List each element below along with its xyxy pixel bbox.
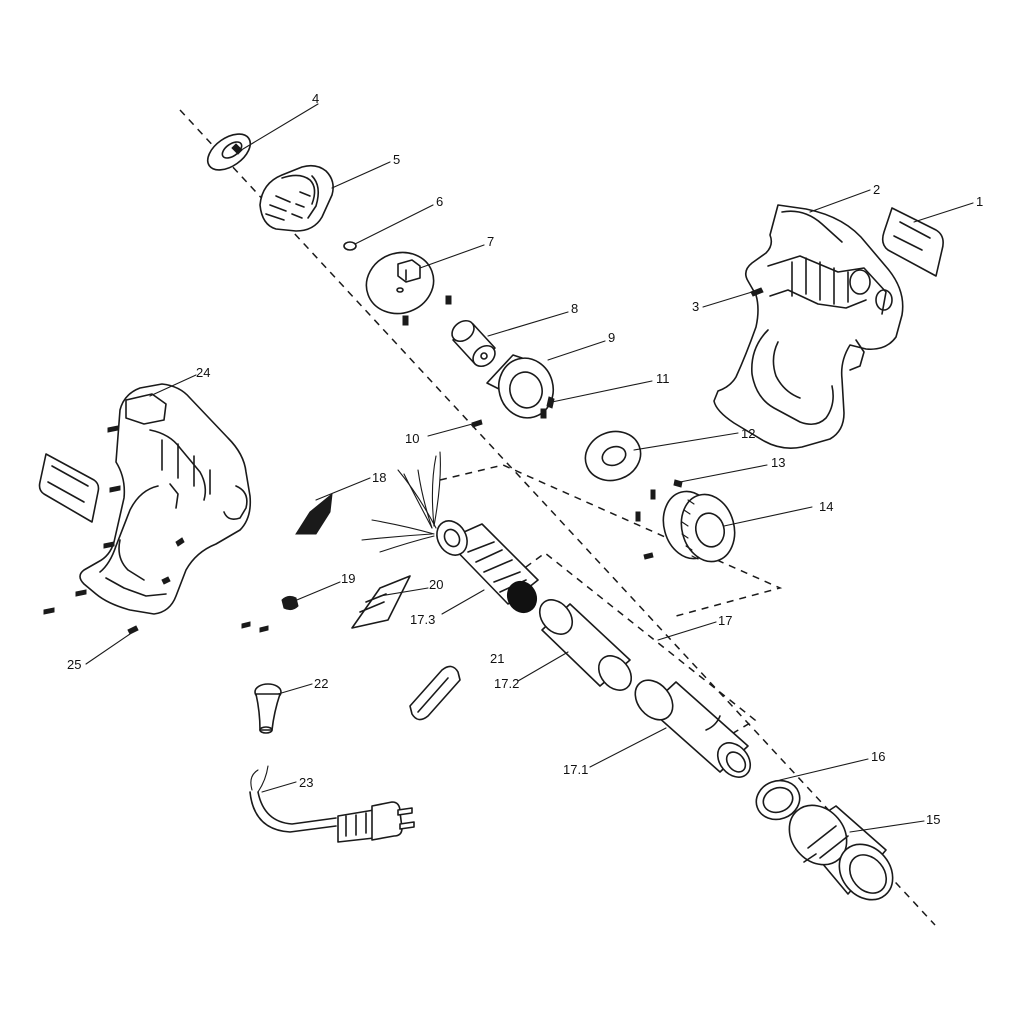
leader-lines [85,103,974,833]
screw-icon [445,295,452,305]
part-8-motor [451,319,496,368]
screw-icon [650,489,656,500]
part-20-bracket [351,575,411,629]
screw-icon [107,425,119,433]
callout-12: 12 [741,426,755,441]
heater-lead-wires [361,451,441,553]
callout-18: 18 [372,470,386,485]
callout-4: 4 [312,91,319,106]
callout-17: 17 [718,613,732,628]
part-3-screw [750,287,764,297]
part-19-thermal-fuse [241,595,299,633]
callout-17-3: 17.3 [410,612,435,627]
side-plate-left [38,453,100,523]
part-15-nozzle [788,804,894,901]
part-5-fan-housing [259,164,334,232]
part-10-screw [471,419,483,428]
screw-icon [43,607,55,615]
screw-icon [75,589,87,597]
callout-19: 19 [341,571,355,586]
part-13-screw [673,479,683,488]
screw-icon [643,552,654,560]
callout-6: 6 [436,194,443,209]
callout-24: 24 [196,365,210,380]
callout-9: 9 [608,330,615,345]
callout-22: 22 [314,676,328,691]
part-9-flange-ring [486,354,555,419]
callout-21: 21 [490,651,504,666]
screw-icon [161,576,171,585]
assembly-axis [179,109,936,926]
part-11-bolt [540,408,547,419]
part-17-2-mica-tube [538,599,633,691]
part-6-washer [343,241,357,251]
screw-icon [103,541,115,549]
part-25-screw [127,625,139,635]
part-2-housing-right [713,204,904,449]
callout-2: 2 [873,182,880,197]
part-11-bolt [546,396,555,409]
group-17-upper-outline [439,464,783,617]
part-17-3-heating-element [436,520,539,614]
part-16-o-ring [755,779,801,821]
callout-14: 14 [819,499,833,514]
callout-3: 3 [692,299,699,314]
screw-icon [109,485,121,493]
part-12-ring [584,430,642,482]
part-14-fan-mount [662,490,736,563]
callout-17-2: 17.2 [494,676,519,691]
callout-20: 20 [429,577,443,592]
callout-16: 16 [871,749,885,764]
callout-25: 25 [67,657,81,672]
callout-7: 7 [487,234,494,249]
part-24-housing-left [79,383,252,615]
part-7-switch-plate [365,251,435,315]
part-23-power-cord [249,765,415,843]
callout-8: 8 [571,301,578,316]
part-21-switch-button [409,665,461,721]
part-22-cable-sleeve [254,683,282,734]
group-17-lower-outline [514,552,757,736]
part-18-terminal [295,492,333,535]
part-4-end-cap [206,133,252,171]
part-17-1-outer-tube [634,679,752,778]
callout-5: 5 [393,152,400,167]
callout-17-1: 17.1 [563,762,588,777]
callout-23: 23 [299,775,313,790]
callout-13: 13 [771,455,785,470]
callout-11: 11 [656,371,670,386]
screw-icon [175,537,185,547]
callout-10: 10 [405,431,419,446]
callout-15: 15 [926,812,940,827]
callout-1: 1 [976,194,983,209]
part-1-cover-plate [881,207,944,277]
screw-icon [635,511,641,522]
screw-icon [402,315,409,326]
